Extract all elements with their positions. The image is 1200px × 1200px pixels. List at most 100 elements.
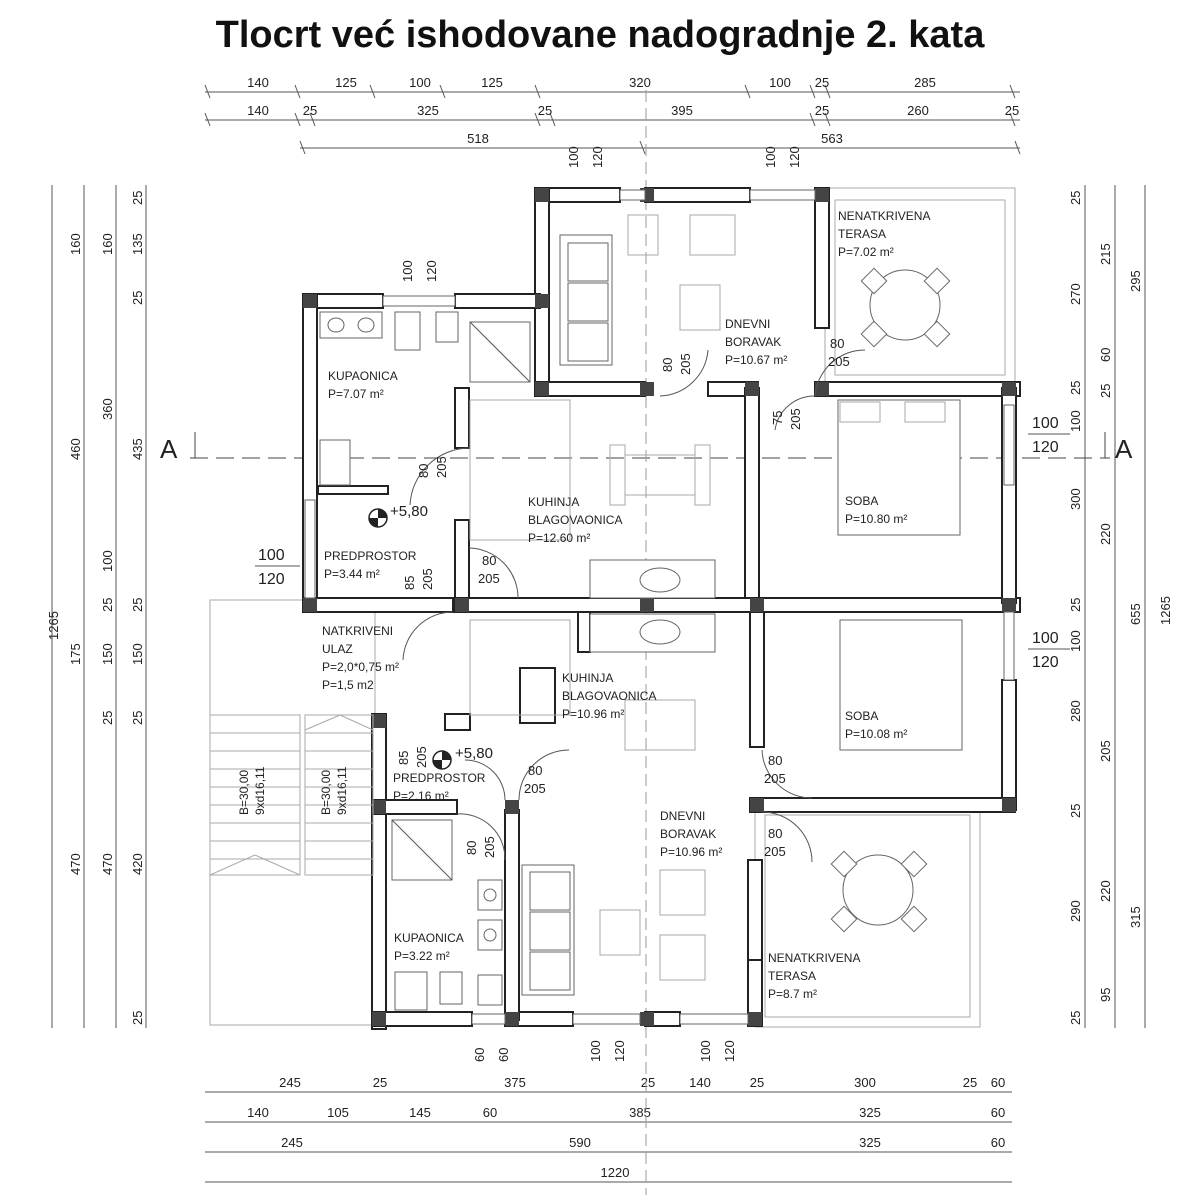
stair-2-line1: B=30,00 — [319, 770, 333, 815]
left-dim-c3-3: 100 — [100, 550, 115, 572]
right-dim-c1-9: 290 — [1068, 900, 1083, 922]
top-window-dim-4: 120 — [787, 146, 802, 168]
right-dim-c2-2: 60 — [1098, 348, 1113, 362]
room-terasa-bottom-line1: NENATKRIVENA — [768, 951, 860, 965]
bottom-dim-8: 25 — [963, 1075, 977, 1090]
left-dim-c4-4: 435 — [130, 438, 145, 460]
stair-2-line2: 9xd16,11 — [335, 766, 349, 815]
side-window-dims: 100 120 100 120 100 120 100 120 — [255, 260, 1070, 671]
room-boravak-top-area: P=10.67 m² — [725, 353, 787, 367]
room-kupaonica-bottom-line1: KUPAONICA — [394, 931, 464, 945]
stair-1-line1: B=30,00 — [237, 770, 251, 815]
left-dim-c3-1: 160 — [100, 233, 115, 255]
room-ulaz-line3: P=2,0*0,75 m² — [322, 660, 399, 674]
room-soba-top-line1: SOBA — [845, 494, 878, 508]
door-9-w: 80 — [768, 753, 782, 768]
furniture — [319, 214, 963, 1011]
bottom-dim-9: 60 — [991, 1075, 1005, 1090]
left-dim-c4-6: 150 — [130, 643, 145, 665]
right-dim-c1-4: 100 — [1068, 410, 1083, 432]
bottom-dim-4: 25 — [641, 1075, 655, 1090]
top-dim-5: 320 — [629, 75, 651, 90]
door-1-h: 205 — [678, 353, 693, 375]
left-dim-c4-8: 420 — [130, 853, 145, 875]
windows — [304, 189, 1015, 1025]
door-10-h: 205 — [764, 844, 786, 859]
bottom-dim-row2-4: 60 — [483, 1105, 497, 1120]
room-terasa-bottom: NENATKRIVENA TERASA P=8.7 m² — [768, 951, 860, 1001]
room-ulaz-line1: NATKRIVENI — [322, 624, 393, 638]
bottom-window-dim-1: 60 — [472, 1048, 487, 1062]
room-terasa-top: NENATKRIVENA TERASA P=7.02 m² — [838, 209, 930, 259]
room-kupaonica-top-area: P=7.07 m² — [328, 387, 384, 401]
bottom-window-dim-6: 120 — [722, 1040, 737, 1062]
door-2-h: 205 — [828, 354, 850, 369]
right-dim-c1-7: 100 — [1068, 630, 1083, 652]
room-predprostor-bottom-area: P=2.16 m² — [393, 789, 449, 803]
door-8-h: 205 — [524, 781, 546, 796]
bottom-dim-total: 1220 — [601, 1165, 630, 1180]
top-dim-row2-4: 25 — [538, 103, 552, 118]
bottom-dim-5: 140 — [689, 1075, 711, 1090]
door-4-h: 205 — [434, 456, 449, 478]
door-11-h: 205 — [482, 836, 497, 858]
top-dim-row2-2: 25 — [303, 103, 317, 118]
room-soba-top: SOBA P=10.80 m² — [845, 494, 907, 526]
plan-title: Tlocrt već ishodovane nadogradnje 2. kat… — [215, 14, 985, 56]
room-kupaonica-top-line1: KUPAONICA — [328, 369, 398, 383]
right-window-2-h: 120 — [1032, 654, 1059, 671]
top-dim-row2-8: 25 — [1005, 103, 1019, 118]
left-window-w: 100 — [258, 547, 285, 564]
right-dim-c2-6: 205 — [1098, 740, 1113, 762]
bottom-dim-7: 300 — [854, 1075, 876, 1090]
right-dim-c1-5: 300 — [1068, 488, 1083, 510]
top-window-dims: 100 120 100 120 — [566, 146, 802, 168]
room-soba-top-area: P=10.80 m² — [845, 512, 907, 526]
room-ulaz: NATKRIVENI ULAZ P=2,0*0,75 m² P=1,5 m2 — [322, 624, 399, 692]
bottom-dim-row2-7: 60 — [991, 1105, 1005, 1120]
left-dim-c4-1: 25 — [130, 191, 145, 205]
bottom-dim-2: 25 — [373, 1075, 387, 1090]
door-3-h: 205 — [788, 408, 803, 430]
left-dim-c2-1: 160 — [68, 233, 83, 255]
room-predprostor-top: PREDPROSTOR P=3.44 m² — [324, 549, 417, 581]
left-dim-c4-2: 135 — [130, 233, 145, 255]
room-soba-bottom: SOBA P=10.08 m² — [845, 709, 907, 741]
internal-stairs — [469, 399, 571, 716]
right-dim-c3-2: 1265 — [1158, 596, 1173, 625]
top-dim-row2-5: 395 — [671, 103, 693, 118]
room-boravak-bottom-area: P=10.96 m² — [660, 845, 722, 859]
bottom-dim-row3-2: 590 — [569, 1135, 591, 1150]
room-kuhinja-bottom: KUHINJA BLAGOVAONICA P=10.96 m² — [562, 671, 656, 721]
section-label-left: A — [160, 434, 178, 464]
bottom-dim-row3-1: 245 — [281, 1135, 303, 1150]
room-kuhinja-top-line2: BLAGOVAONICA — [528, 513, 622, 527]
left-window-h: 120 — [258, 571, 285, 588]
room-terasa-top-area: P=7.02 m² — [838, 245, 894, 259]
top-dim-row3-1: 518 — [467, 131, 489, 146]
left-dimension-lines: 1265 160 460 175 470 160 360 100 25 150 … — [46, 185, 147, 1028]
bottom-dim-3: 375 — [504, 1075, 526, 1090]
room-kuhinja-bottom-area: P=10.96 m² — [562, 707, 624, 721]
right-dim-c2-4: 220 — [1098, 523, 1113, 545]
room-kupaonica-top: KUPAONICA P=7.07 m² — [328, 369, 398, 401]
door-4-w: 80 — [416, 464, 431, 478]
door-1-w: 80 — [660, 358, 675, 372]
bottom-dim-1: 245 — [279, 1075, 301, 1090]
bottom-window-dim-5: 100 — [698, 1040, 713, 1062]
top-window-dim-1: 100 — [566, 146, 581, 168]
right-dim-c1-3: 25 — [1068, 381, 1083, 395]
left-dim-c4-3: 25 — [130, 291, 145, 305]
pillars — [303, 188, 1016, 1026]
right-dim-c1-6: 25 — [1068, 598, 1083, 612]
bottom-dim-row2-5: 385 — [629, 1105, 651, 1120]
door-7-h: 205 — [414, 746, 429, 768]
room-soba-bottom-area: P=10.08 m² — [845, 727, 907, 741]
section-label-right: A — [1115, 434, 1133, 464]
stair-1-line2: 9xd16,11 — [253, 766, 267, 815]
room-terasa-top-line2: TERASA — [838, 227, 886, 241]
room-terasa-bottom-line2: TERASA — [768, 969, 816, 983]
room-ulaz-line2: ULAZ — [322, 642, 353, 656]
